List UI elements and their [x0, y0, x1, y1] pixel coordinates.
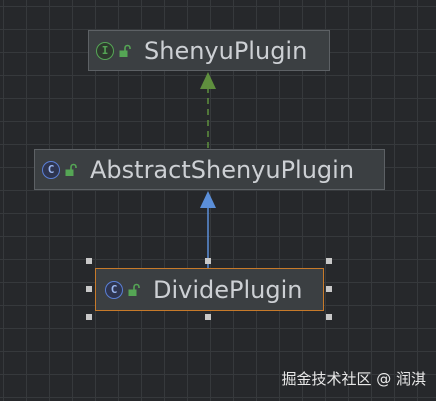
- unlock-icon: [119, 44, 131, 57]
- resize-handle-top-left[interactable]: [86, 258, 92, 264]
- unlock-icon: [128, 283, 140, 296]
- resize-handle-top[interactable]: [205, 258, 211, 264]
- node-abstract-shenyu-plugin[interactable]: C AbstractShenyuPlugin: [34, 149, 385, 190]
- watermark: 掘金技术社区 @ 润淇: [281, 370, 426, 388]
- resize-handle-right[interactable]: [326, 286, 332, 292]
- node-label: ShenyuPlugin: [144, 36, 308, 65]
- resize-handle-bottom[interactable]: [205, 314, 211, 320]
- class-icon: C: [42, 160, 60, 179]
- resize-handle-bottom-right[interactable]: [326, 314, 332, 320]
- node-divide-plugin[interactable]: C DividePlugin: [95, 268, 324, 311]
- resize-handle-top-right[interactable]: [326, 258, 332, 264]
- implements-arrowhead: [200, 72, 216, 89]
- resize-handle-bottom-left[interactable]: [86, 314, 92, 320]
- unlock-icon: [65, 163, 77, 176]
- interface-icon: I: [96, 41, 114, 60]
- extends-arrowhead: [200, 191, 216, 208]
- node-shenyu-plugin[interactable]: I ShenyuPlugin: [88, 30, 330, 71]
- resize-handle-left[interactable]: [86, 286, 92, 292]
- node-label: DividePlugin: [153, 275, 303, 304]
- node-label: AbstractShenyuPlugin: [90, 155, 355, 184]
- class-icon: C: [105, 280, 123, 299]
